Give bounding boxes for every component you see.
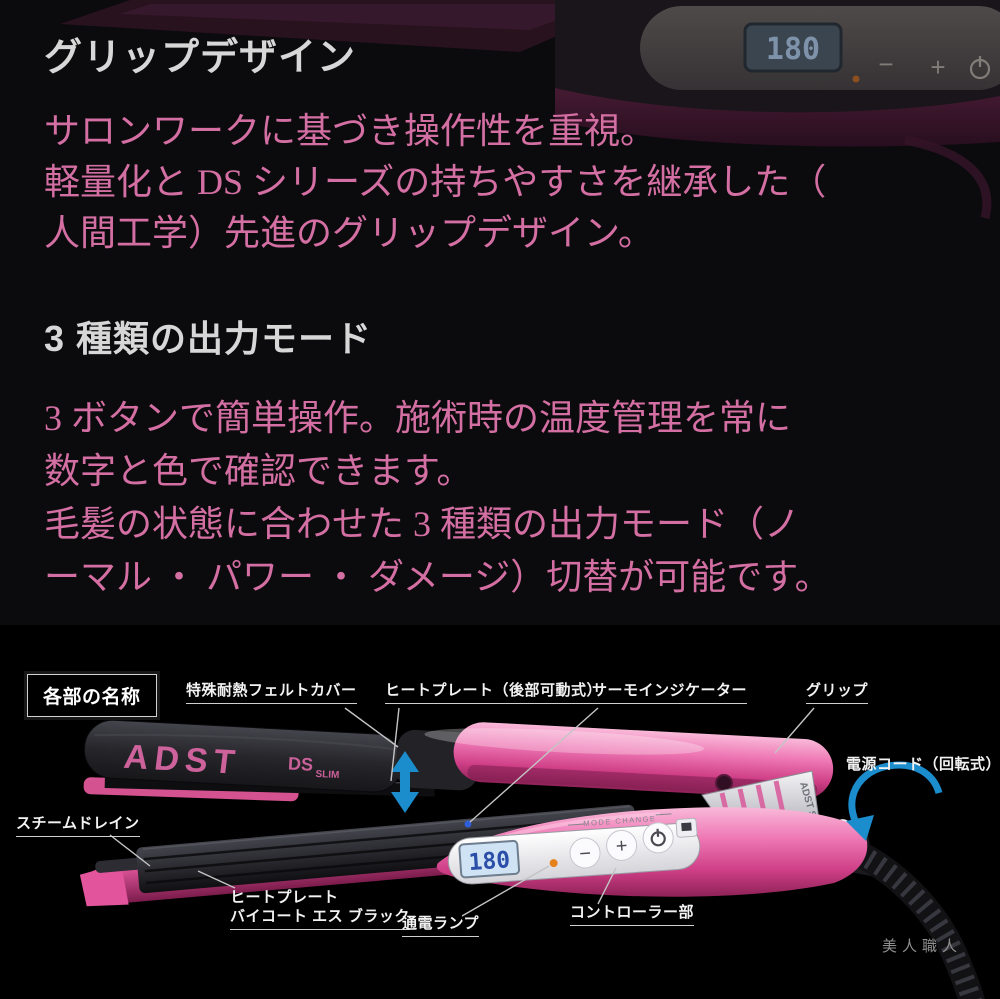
paragraph-output-modes: 3 ボタンで簡単操作。施術時の温度管理を常に 数字と色で確認できます。 毛髪の状… bbox=[44, 392, 831, 604]
leader-steam-drain bbox=[109, 834, 151, 867]
leader-grip bbox=[774, 707, 815, 754]
brand-logo-text: ADST bbox=[122, 738, 243, 782]
label-power-cord: 電源コード（回転式） bbox=[846, 756, 1000, 773]
plate-movement-arrow-icon bbox=[391, 751, 419, 813]
paragraph-line: 人間工学）先進のグリップデザイン。 bbox=[44, 213, 654, 253]
watermark-bijinshokunin: 美人職人 bbox=[882, 939, 963, 955]
minus-button-label: − bbox=[579, 843, 592, 866]
cord-rotation-arrow-icon bbox=[846, 761, 943, 841]
label-thermo-indicator: サーモインジケーター bbox=[592, 679, 748, 704]
label-steam-drain: スチームドレイン bbox=[16, 812, 140, 837]
section-heading-grip-design: グリップデザイン bbox=[44, 37, 357, 79]
hero-power-icon bbox=[969, 56, 991, 80]
plus-button-label: + bbox=[615, 835, 628, 858]
lcd-display bbox=[458, 839, 521, 879]
paragraph-line: 3 ボタンで簡単操作。施術時の温度管理を常に bbox=[44, 398, 792, 438]
section-heading-output-modes: 3 種類の出力モード bbox=[44, 318, 373, 359]
barrel-highlight bbox=[424, 728, 705, 755]
hero-product-photo: 180 − + bbox=[60, 0, 1000, 220]
leader-heat-plate-rear bbox=[390, 707, 400, 782]
label-heat-plate-bicoat: ヒートプレート バイコート エス ブラック bbox=[230, 888, 410, 930]
hero-iron-highlight bbox=[120, 4, 600, 30]
thermo-indicator-dot bbox=[464, 820, 472, 828]
paragraph-line: 軽量化と DS シリーズの持ちやすさを継承した（ bbox=[44, 162, 827, 202]
hero-pink-body bbox=[555, 88, 1000, 147]
hero-lcd-value: 180 bbox=[766, 32, 820, 67]
leader-power-lamp bbox=[461, 865, 550, 917]
leader-lines bbox=[109, 707, 815, 917]
felt-cover: ADST DS SLIM bbox=[84, 719, 403, 793]
label-controller: コントローラー部 bbox=[570, 901, 695, 926]
label-grip: グリップ bbox=[806, 679, 869, 704]
model-text-ds: DS bbox=[288, 753, 314, 774]
upper-arm: ADST DS SLIM bbox=[83, 719, 834, 802]
control-panel: 180 MODE CHANGE − + bbox=[447, 813, 701, 885]
iron-illustration: ADST DS SLIM ADST SLIM bbox=[79, 707, 985, 999]
minus-button-icon bbox=[569, 837, 601, 869]
paragraph-line: 毛髪の状態に合わせた 3 種類の出力モード（ノ bbox=[44, 504, 801, 544]
hero-plus-icon: + bbox=[930, 52, 945, 82]
leader-controller bbox=[597, 867, 617, 905]
mode-text-ticks bbox=[568, 813, 672, 826]
hero-lamp-icon bbox=[852, 75, 860, 83]
lower-arm-tip bbox=[79, 863, 129, 907]
plus-button-icon bbox=[606, 829, 638, 861]
plate-top-edge bbox=[142, 805, 631, 850]
paragraph-grip-design: サロンワークに基づき操作性を重視。 軽量化と DS シリーズの持ちやすさを継承し… bbox=[44, 106, 826, 259]
label-heat-plate-bicoat-line2: バイコート エス ブラック bbox=[230, 907, 410, 930]
hero-lcd bbox=[743, 22, 843, 73]
auto-off-glyph bbox=[681, 822, 692, 832]
label-heat-plate-bicoat-line1: ヒートプレート bbox=[230, 889, 339, 906]
paragraph-line: サロンワークに基づき操作性を重視。 bbox=[44, 111, 657, 151]
felt-texture bbox=[94, 733, 395, 750]
top-text-section: 180 − + グリップデザイン サロンワークに基づき操作性を重視。 軽量化と … bbox=[0, 0, 1000, 625]
diagram-title-box: 各部の名称 bbox=[27, 674, 157, 717]
label-felt-cover: 特殊耐熱フェルトカバー bbox=[186, 679, 357, 704]
leader-felt-cover bbox=[344, 707, 399, 748]
hero-minus-icon: − bbox=[878, 49, 893, 79]
power-lamp-dot bbox=[549, 859, 558, 868]
leader-thermo-indicator bbox=[469, 707, 599, 823]
power-button-icon bbox=[642, 822, 674, 854]
lcd-temperature-value: 180 bbox=[468, 847, 511, 876]
paragraph-line: ーマル ・ パワー ・ ダメージ）切替が可能です。 bbox=[44, 557, 831, 597]
model-text-slim: SLIM bbox=[315, 769, 339, 781]
hero-pink-swoosh bbox=[904, 135, 992, 220]
label-heat-plate-rear: ヒートプレート（後部可動式） bbox=[385, 679, 603, 704]
cord-coil-ridges bbox=[853, 844, 982, 999]
paragraph-line: 数字と色で確認できます。 bbox=[44, 451, 473, 491]
leader-heat-plate-bicoat bbox=[197, 870, 236, 889]
label-power-lamp: 通電ランプ bbox=[402, 912, 480, 937]
parts-diagram-section: ADST DS SLIM ADST SLIM bbox=[0, 625, 1000, 999]
